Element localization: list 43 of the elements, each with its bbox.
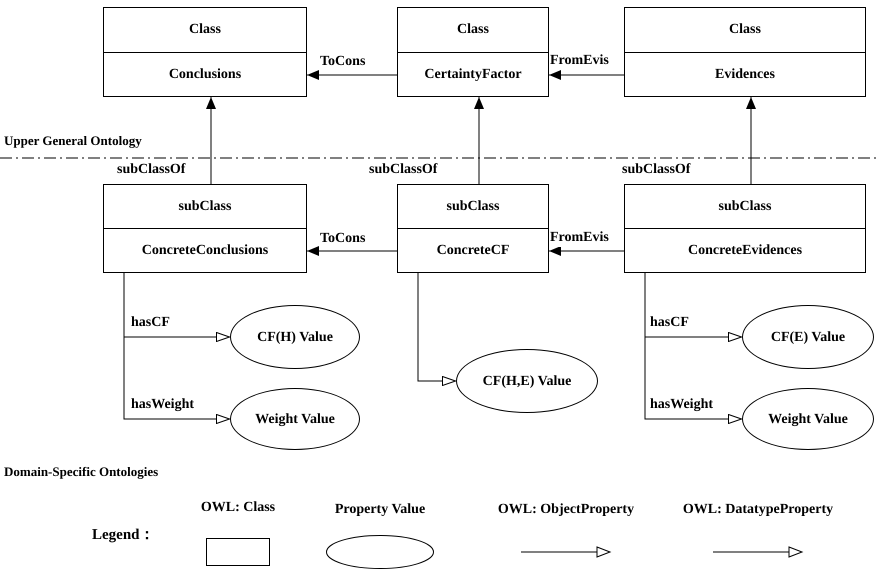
arrow: [124, 272, 230, 424]
value-text: CF(H,E) Value: [482, 372, 572, 390]
arrow: [206, 96, 216, 184]
arrow: [548, 70, 624, 80]
edge-label: FromEvis: [550, 229, 609, 246]
class-name: ConcreteEvidences: [688, 242, 802, 260]
value-text: Weight Value: [255, 410, 335, 428]
class-stereotype: subClass: [718, 198, 772, 216]
class-name: ConcreteCF: [436, 242, 510, 260]
class-stereotype: Class: [729, 21, 761, 40]
class-stereotype: subClass: [178, 198, 232, 216]
class-stereotype: Class: [457, 21, 489, 40]
class-box: [103, 184, 307, 273]
arrow: [644, 272, 742, 424]
legend-text: Property Value: [334, 501, 426, 519]
section-label: Upper General Ontology: [4, 132, 142, 150]
class-box: [103, 7, 307, 97]
class-box: [624, 7, 866, 97]
legend-text: OWL: Class: [200, 499, 276, 517]
arrow: [306, 70, 398, 80]
section-label: Legend：: [92, 526, 155, 545]
class-box: [397, 184, 549, 273]
section-label: Domain-Specific Ontologies: [4, 463, 158, 481]
edge-label: hasWeight: [131, 396, 194, 414]
class-name: Evidences: [715, 66, 775, 84]
arrow: [306, 246, 398, 256]
value-text: CF(E) Value: [770, 328, 846, 346]
class-name: ConcreteConclusions: [142, 242, 268, 260]
arrow: [746, 96, 756, 184]
arrow: [418, 272, 456, 386]
class-box: [397, 7, 549, 97]
class-name: CertaintyFactor: [424, 66, 522, 84]
class-name: Conclusions: [168, 66, 242, 84]
value-text: Weight Value: [768, 410, 848, 428]
legend-text: OWL: DatatypeProperty: [682, 501, 834, 519]
legend-text: OWL: ObjectProperty: [496, 501, 636, 519]
class-stereotype: subClass: [446, 198, 500, 216]
edge-label: hasWeight: [650, 396, 714, 414]
class-box: [624, 184, 866, 273]
class-stereotype: Class: [189, 21, 221, 40]
value-text: CF(H) Value: [257, 328, 333, 346]
arrow: [474, 96, 484, 184]
arrow: [548, 246, 624, 256]
